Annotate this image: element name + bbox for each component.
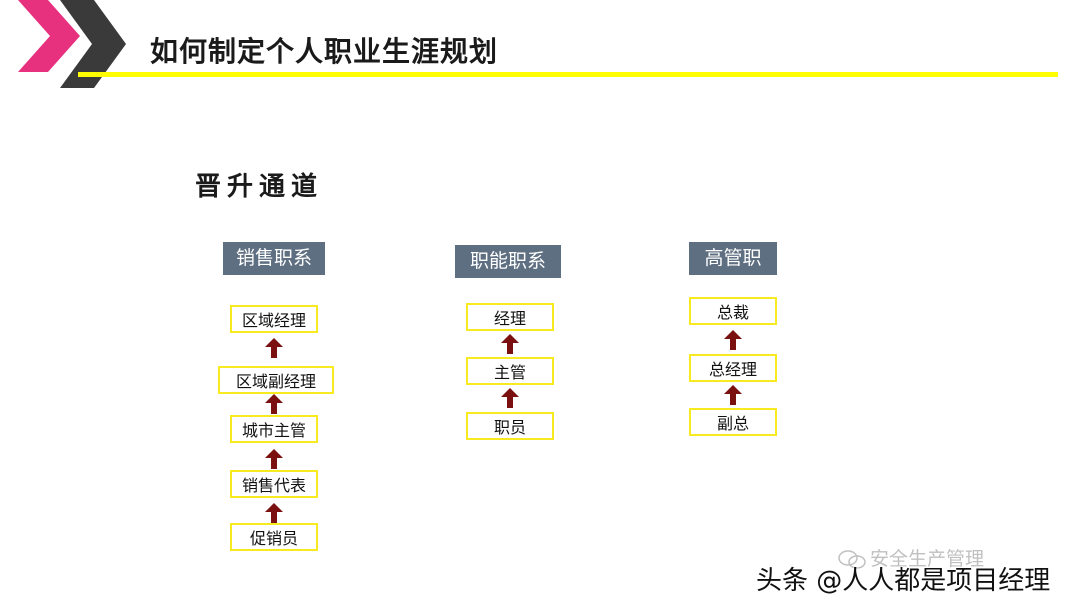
level-box: 职员 — [466, 412, 554, 440]
up-arrow-icon — [501, 334, 519, 354]
watermark-text: 安全生产管理 — [870, 548, 985, 570]
watermark: 安全生产管理 — [838, 544, 984, 570]
author-credit: 头条 @人人都是项目经理 — [756, 566, 1051, 596]
level-box: 销售代表 — [230, 470, 318, 498]
column-header-executive: 高管职 — [689, 242, 777, 275]
up-arrow-icon — [265, 503, 283, 523]
level-box: 经理 — [466, 303, 554, 331]
up-arrow-icon — [724, 330, 742, 350]
up-arrow-icon — [724, 385, 742, 405]
level-box: 总经理 — [689, 354, 777, 382]
level-box: 副总 — [689, 408, 777, 436]
chevron-logo-icon — [18, 0, 126, 88]
column-header-sales: 销售职系 — [223, 242, 325, 275]
up-arrow-icon — [501, 388, 519, 408]
level-box: 区域副经理 — [218, 366, 334, 394]
up-arrow-icon — [265, 449, 283, 469]
column-header-function: 职能职系 — [455, 245, 561, 278]
level-box: 总裁 — [689, 297, 777, 325]
up-arrow-icon — [265, 394, 283, 414]
level-box: 城市主管 — [230, 415, 318, 443]
wechat-icon — [838, 549, 866, 569]
level-box: 区域经理 — [230, 305, 318, 333]
up-arrow-icon — [265, 338, 283, 358]
level-box: 主管 — [466, 357, 554, 385]
page-title: 如何制定个人职业生涯规划 — [150, 35, 499, 68]
section-subtitle: 晋升通道 — [195, 172, 324, 202]
title-underline — [78, 72, 1058, 77]
level-box: 促销员 — [230, 523, 318, 551]
